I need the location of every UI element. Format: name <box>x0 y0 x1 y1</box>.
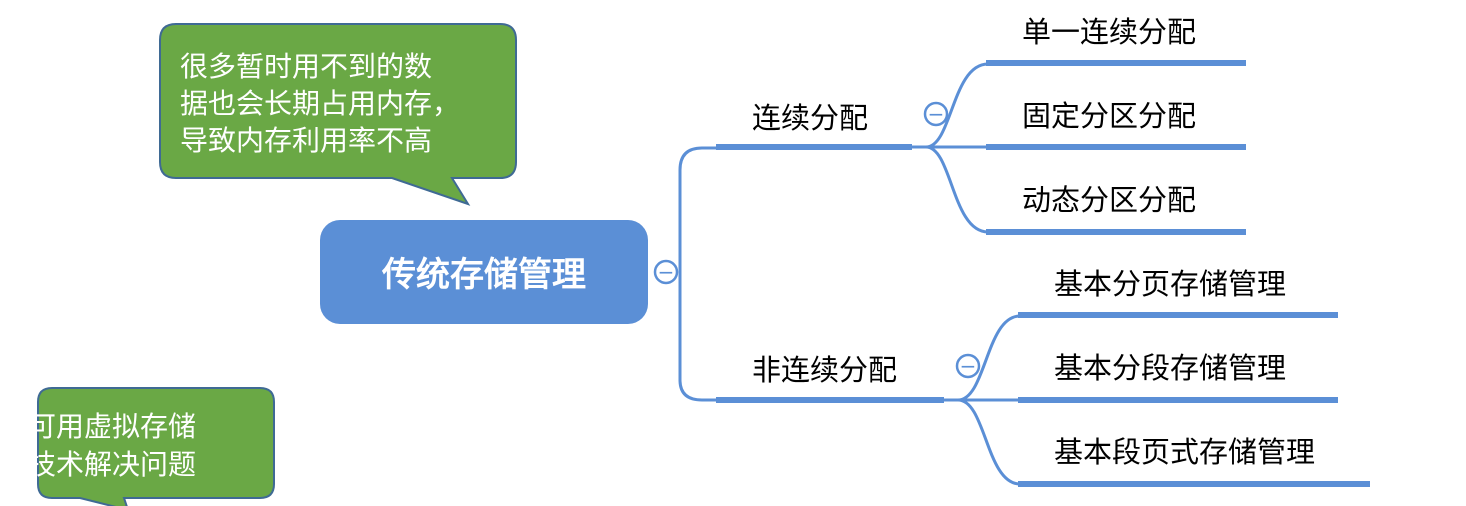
callout-memory-utilization: 很多暂时用不到的数 据也会长期占用内存， 导致内存利用率不高 <box>159 23 517 206</box>
root-collapse-button[interactable]: − <box>653 259 679 285</box>
leaf-underline <box>986 60 1246 66</box>
callout-line: 很多暂时用不到的数 <box>180 50 432 83</box>
collapse-symbol: − <box>658 260 675 284</box>
collapse-symbol: − <box>960 354 977 378</box>
callout-line: 导致内存利用率不高 <box>180 124 432 157</box>
root-connectors <box>678 146 718 402</box>
leaf-label: 单一连续分配 <box>1022 15 1196 49</box>
callout-bubble <box>159 23 517 206</box>
callout-bubble <box>37 387 275 506</box>
branch-noncontinuous[interactable]: 非连续分配 <box>716 353 944 403</box>
leaf-label: 动态分区分配 <box>1022 183 1196 217</box>
collapse-icon <box>955 353 981 379</box>
collapse-symbol: − <box>928 102 945 126</box>
connector-child <box>925 145 989 234</box>
leaf-label: 基本分页存储管理 <box>1054 267 1286 301</box>
branch-underline <box>716 397 944 403</box>
callout-line: 可用虚拟存储 <box>28 410 196 443</box>
branch-label: 非连续分配 <box>752 353 897 387</box>
root-box <box>320 220 648 324</box>
branch-continuous[interactable]: 连续分配 <box>716 101 912 150</box>
branch-continuous-connectors <box>925 62 989 234</box>
callout-line: 技术解决问题 <box>28 448 196 481</box>
root-node[interactable]: 传统存储管理 <box>320 220 648 324</box>
leaf-paging[interactable]: 基本分页存储管理 <box>1018 267 1338 318</box>
leaf-underline <box>986 229 1246 235</box>
callout-virtual-memory: 可用虚拟存储 技术解决问题 <box>28 387 275 506</box>
leaf-label: 固定分区分配 <box>1022 99 1196 133</box>
connector-child <box>925 62 989 149</box>
leaf-segmentation[interactable]: 基本分段存储管理 <box>1018 351 1338 403</box>
branch-noncontinuous-connectors <box>957 314 1021 486</box>
connector-child <box>957 398 1021 486</box>
connector-root-to-continuous <box>678 146 718 272</box>
branch-continuous-collapse-button[interactable]: − <box>923 101 949 127</box>
leaf-underline <box>1018 481 1370 487</box>
leaf-single-continuous[interactable]: 单一连续分配 <box>986 15 1246 66</box>
leaf-label: 基本分段存储管理 <box>1054 351 1286 385</box>
leaf-fixed-partition[interactable]: 固定分区分配 <box>986 99 1246 150</box>
connector-root-to-noncontinuous <box>678 272 718 402</box>
branch-noncontinuous-collapse-button[interactable]: − <box>955 353 981 379</box>
leaf-underline <box>1018 397 1338 403</box>
leaf-segment-paging[interactable]: 基本段页式存储管理 <box>1018 435 1370 487</box>
collapse-icon <box>653 259 679 285</box>
connector-child <box>957 314 1021 402</box>
leaf-dynamic-partition[interactable]: 动态分区分配 <box>986 183 1246 235</box>
leaf-underline <box>986 144 1246 150</box>
collapse-icon <box>923 101 949 127</box>
root-label: 传统存储管理 <box>381 255 586 295</box>
branch-underline <box>716 144 912 150</box>
leaf-label: 基本段页式存储管理 <box>1054 435 1315 469</box>
branch-label: 连续分配 <box>752 101 868 135</box>
leaf-underline <box>1018 312 1338 318</box>
callout-line: 据也会长期占用内存， <box>180 87 460 120</box>
